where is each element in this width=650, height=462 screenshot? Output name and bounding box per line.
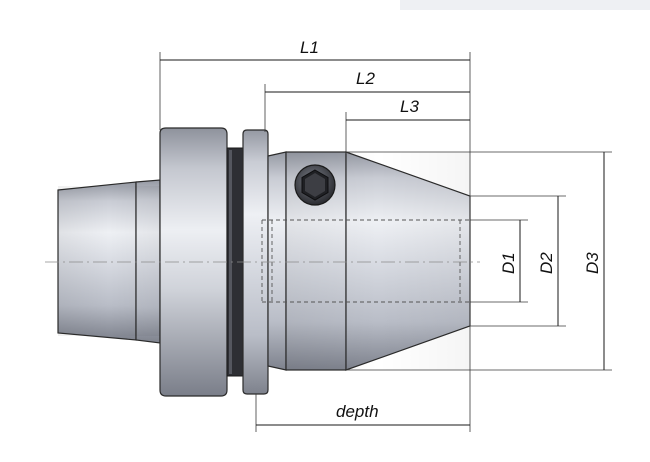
d1-label: D1 xyxy=(499,252,518,274)
tool-holder-body xyxy=(45,127,480,397)
hex-socket-screw-icon xyxy=(294,164,336,206)
d3-label: D3 xyxy=(583,252,602,274)
background-shadow xyxy=(400,0,650,10)
depth-label: depth xyxy=(336,402,379,421)
l3-label: L3 xyxy=(400,97,419,116)
l2-label: L2 xyxy=(356,69,375,88)
d2-label: D2 xyxy=(537,252,556,274)
collar-ring xyxy=(267,151,287,371)
l1-label: L1 xyxy=(300,38,319,57)
dimension-lines xyxy=(159,52,612,432)
